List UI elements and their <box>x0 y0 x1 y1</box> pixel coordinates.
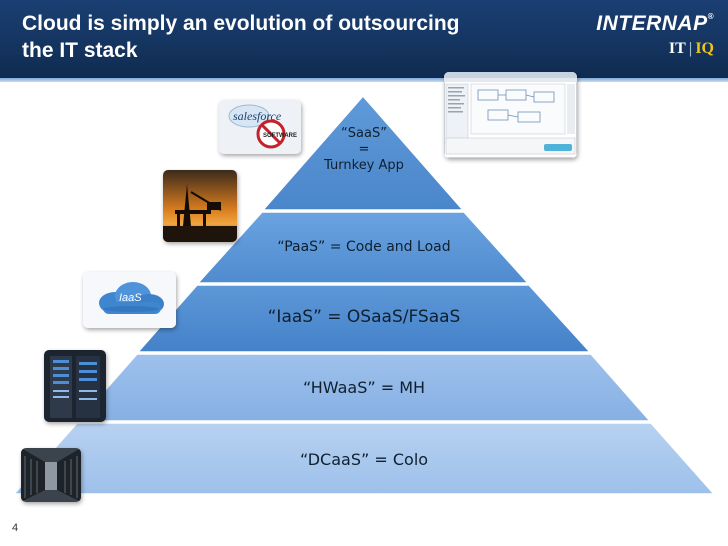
logo-it-iq: IT|IQ <box>596 40 714 58</box>
tier-label-dcaas: “DCaaS” = Colo <box>299 450 429 469</box>
logo-it: IT <box>668 40 686 57</box>
internap-logo: INTERNAP® IT|IQ <box>596 12 714 58</box>
oil-rig-image <box>163 170 237 242</box>
salesforce-thumbnail: SOFTWARE salesforce <box>219 100 301 154</box>
oil-rig-thumbnail <box>163 170 237 242</box>
tier-label-hwaas: “HWaaS” = MH <box>302 378 426 397</box>
iaas-cloud-label: IaaS <box>119 292 142 304</box>
server-hardware-thumbnail <box>44 350 106 422</box>
logo-brand: INTERNAP® <box>596 12 714 36</box>
server-rack-image <box>44 350 106 422</box>
logo-iq: IQ <box>695 40 714 57</box>
logo-separator: | <box>688 40 693 57</box>
tier-label-iaas: “IaaS” = OSaaS/FSaaS <box>267 307 461 327</box>
software-stamp-text: SOFTWARE <box>263 133 297 139</box>
iaas-cloud-thumbnail: IaaS <box>83 272 176 328</box>
title-bar-rule <box>0 78 728 82</box>
pyramid-tier-iaas <box>136 284 592 353</box>
title-bar <box>0 0 728 78</box>
tier-label-paas: “PaaS” = Code and Load <box>277 239 451 255</box>
logo-registered-mark: ® <box>707 12 714 21</box>
logo-brand-text: INTERNAP <box>596 12 708 35</box>
cloud-icon <box>83 272 176 328</box>
app-window-image <box>444 72 577 158</box>
page-number: 4 <box>12 522 19 534</box>
pyramid-tier-saas <box>261 94 465 211</box>
slide-title: Cloud is simply an evolution of outsourc… <box>22 12 460 62</box>
datacenter-aisle-image <box>21 448 81 502</box>
tier-label-saas: “SaaS” = Turnkey App <box>324 126 404 173</box>
application-screenshot-thumbnail <box>444 72 577 158</box>
pyramid-tier-paas <box>196 211 530 284</box>
salesforce-cloud-icon: SOFTWARE <box>219 100 301 154</box>
datacenter-thumbnail <box>21 448 81 502</box>
salesforce-logo-text: salesforce <box>233 109 282 123</box>
